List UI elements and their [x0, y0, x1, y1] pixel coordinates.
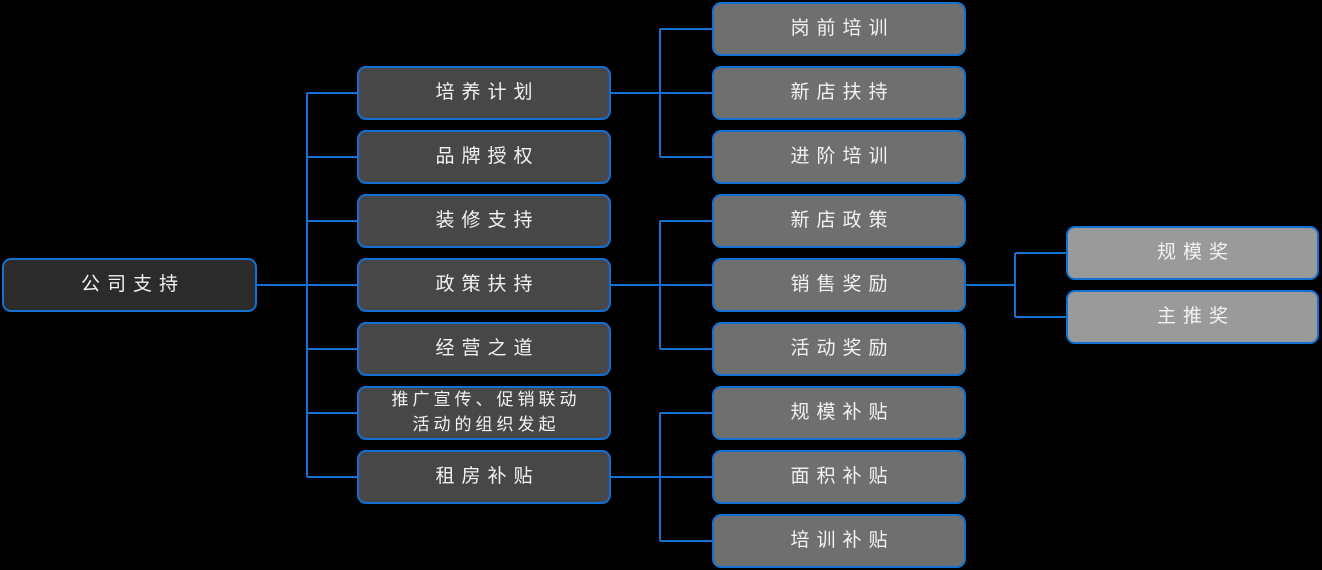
- promotion-organization-line1: 推广宣传、促销联动: [391, 390, 581, 410]
- node-scale-subsidy[interactable]: 规模补贴: [712, 386, 966, 440]
- node-training-subsidy[interactable]: 培训补贴: [712, 514, 966, 568]
- node-training-plan[interactable]: 培养计划: [357, 66, 611, 120]
- connector-rent-subsidy-group: [611, 412, 712, 542]
- node-advanced-training[interactable]: 进阶培训: [712, 130, 966, 184]
- node-new-store-support[interactable]: 新店扶持: [712, 66, 966, 120]
- node-scale-award[interactable]: 规模奖: [1066, 226, 1319, 280]
- node-brand-authorization[interactable]: 品牌授权: [357, 130, 611, 184]
- node-pre-job-training[interactable]: 岗前培训: [712, 2, 966, 56]
- node-policy-support[interactable]: 政策扶持: [357, 258, 611, 312]
- node-decoration-support[interactable]: 装修支持: [357, 194, 611, 248]
- node-activity-incentive[interactable]: 活动奖励: [712, 322, 966, 376]
- node-new-store-policy[interactable]: 新店政策: [712, 194, 966, 248]
- connector-root-to-level2: [257, 92, 357, 478]
- node-business-philosophy[interactable]: 经营之道: [357, 322, 611, 376]
- node-rent-subsidy[interactable]: 租房补贴: [357, 450, 611, 504]
- promotion-organization-line2: 活动的组织发起: [412, 415, 560, 434]
- node-flagship-award[interactable]: 主推奖: [1066, 290, 1319, 344]
- connector-training-plan-group: [611, 28, 712, 158]
- node-promotion-organization[interactable]: 推广宣传、促销联动 活动的组织发起: [357, 386, 611, 440]
- node-area-subsidy[interactable]: 面积补贴: [712, 450, 966, 504]
- connector-sales-incentive-group: [966, 252, 1066, 318]
- node-sales-incentive[interactable]: 销售奖励: [712, 258, 966, 312]
- connector-policy-support-group: [611, 220, 712, 350]
- node-company-support[interactable]: 公司支持: [2, 258, 257, 312]
